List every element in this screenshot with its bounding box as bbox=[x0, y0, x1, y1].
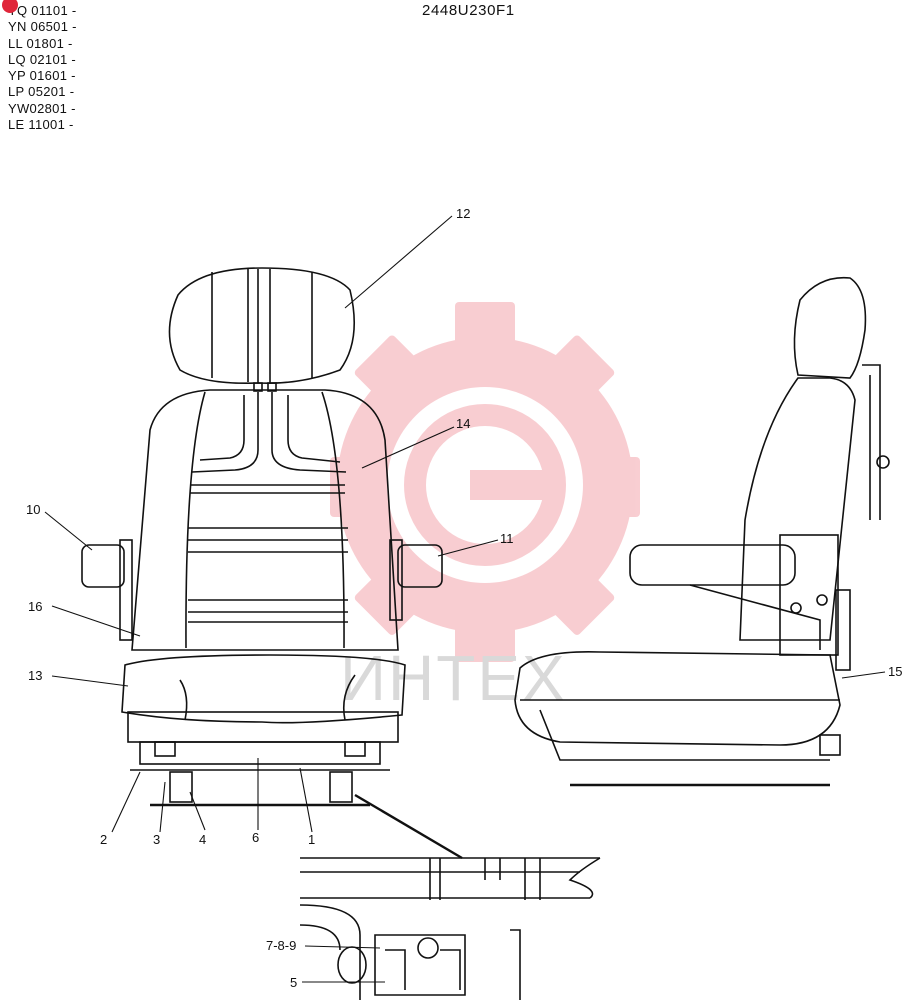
serial-range-list: YQ 01101 - YN 06501 - LL 01801 - LQ 0210… bbox=[2, 0, 77, 133]
callout-5: 5 bbox=[290, 975, 297, 990]
seat-front-view bbox=[81, 267, 443, 807]
serial-range: YW02801 - bbox=[8, 100, 76, 116]
drawing-code: 2448U230F1 bbox=[422, 2, 515, 19]
callout-4: 4 bbox=[199, 832, 206, 847]
callout-7-8-9: 7-8-9 bbox=[266, 938, 296, 953]
callout-2: 2 bbox=[100, 832, 107, 847]
callout-14: 14 bbox=[456, 416, 470, 431]
serial-range: LQ 02101 - bbox=[8, 51, 77, 67]
leader-lines bbox=[44, 215, 886, 983]
callout-13: 13 bbox=[28, 668, 42, 683]
serial-range: LP 05201 - bbox=[8, 84, 75, 100]
latch-detail-inset bbox=[299, 793, 601, 1000]
watermark-gear-icon bbox=[330, 302, 640, 662]
seat-side-view bbox=[514, 276, 890, 787]
callout-15: 15 bbox=[888, 664, 902, 679]
callout-12: 12 bbox=[456, 206, 470, 221]
callout-3: 3 bbox=[153, 832, 160, 847]
callout-10: 10 bbox=[26, 502, 40, 517]
callout-6: 6 bbox=[252, 830, 259, 845]
callout-11: 11 bbox=[500, 531, 514, 546]
callout-16: 16 bbox=[28, 599, 42, 614]
callout-1: 1 bbox=[308, 832, 315, 847]
serial-range: LE 11001 - bbox=[8, 117, 74, 133]
serial-range: YN 06501 - bbox=[8, 19, 77, 35]
watermark-text: ИНТЕХ bbox=[340, 642, 567, 714]
serial-range: YP 01601 - bbox=[8, 68, 76, 84]
status-dot-icon bbox=[2, 0, 18, 13]
serial-range: LL 01801 - bbox=[8, 35, 73, 51]
